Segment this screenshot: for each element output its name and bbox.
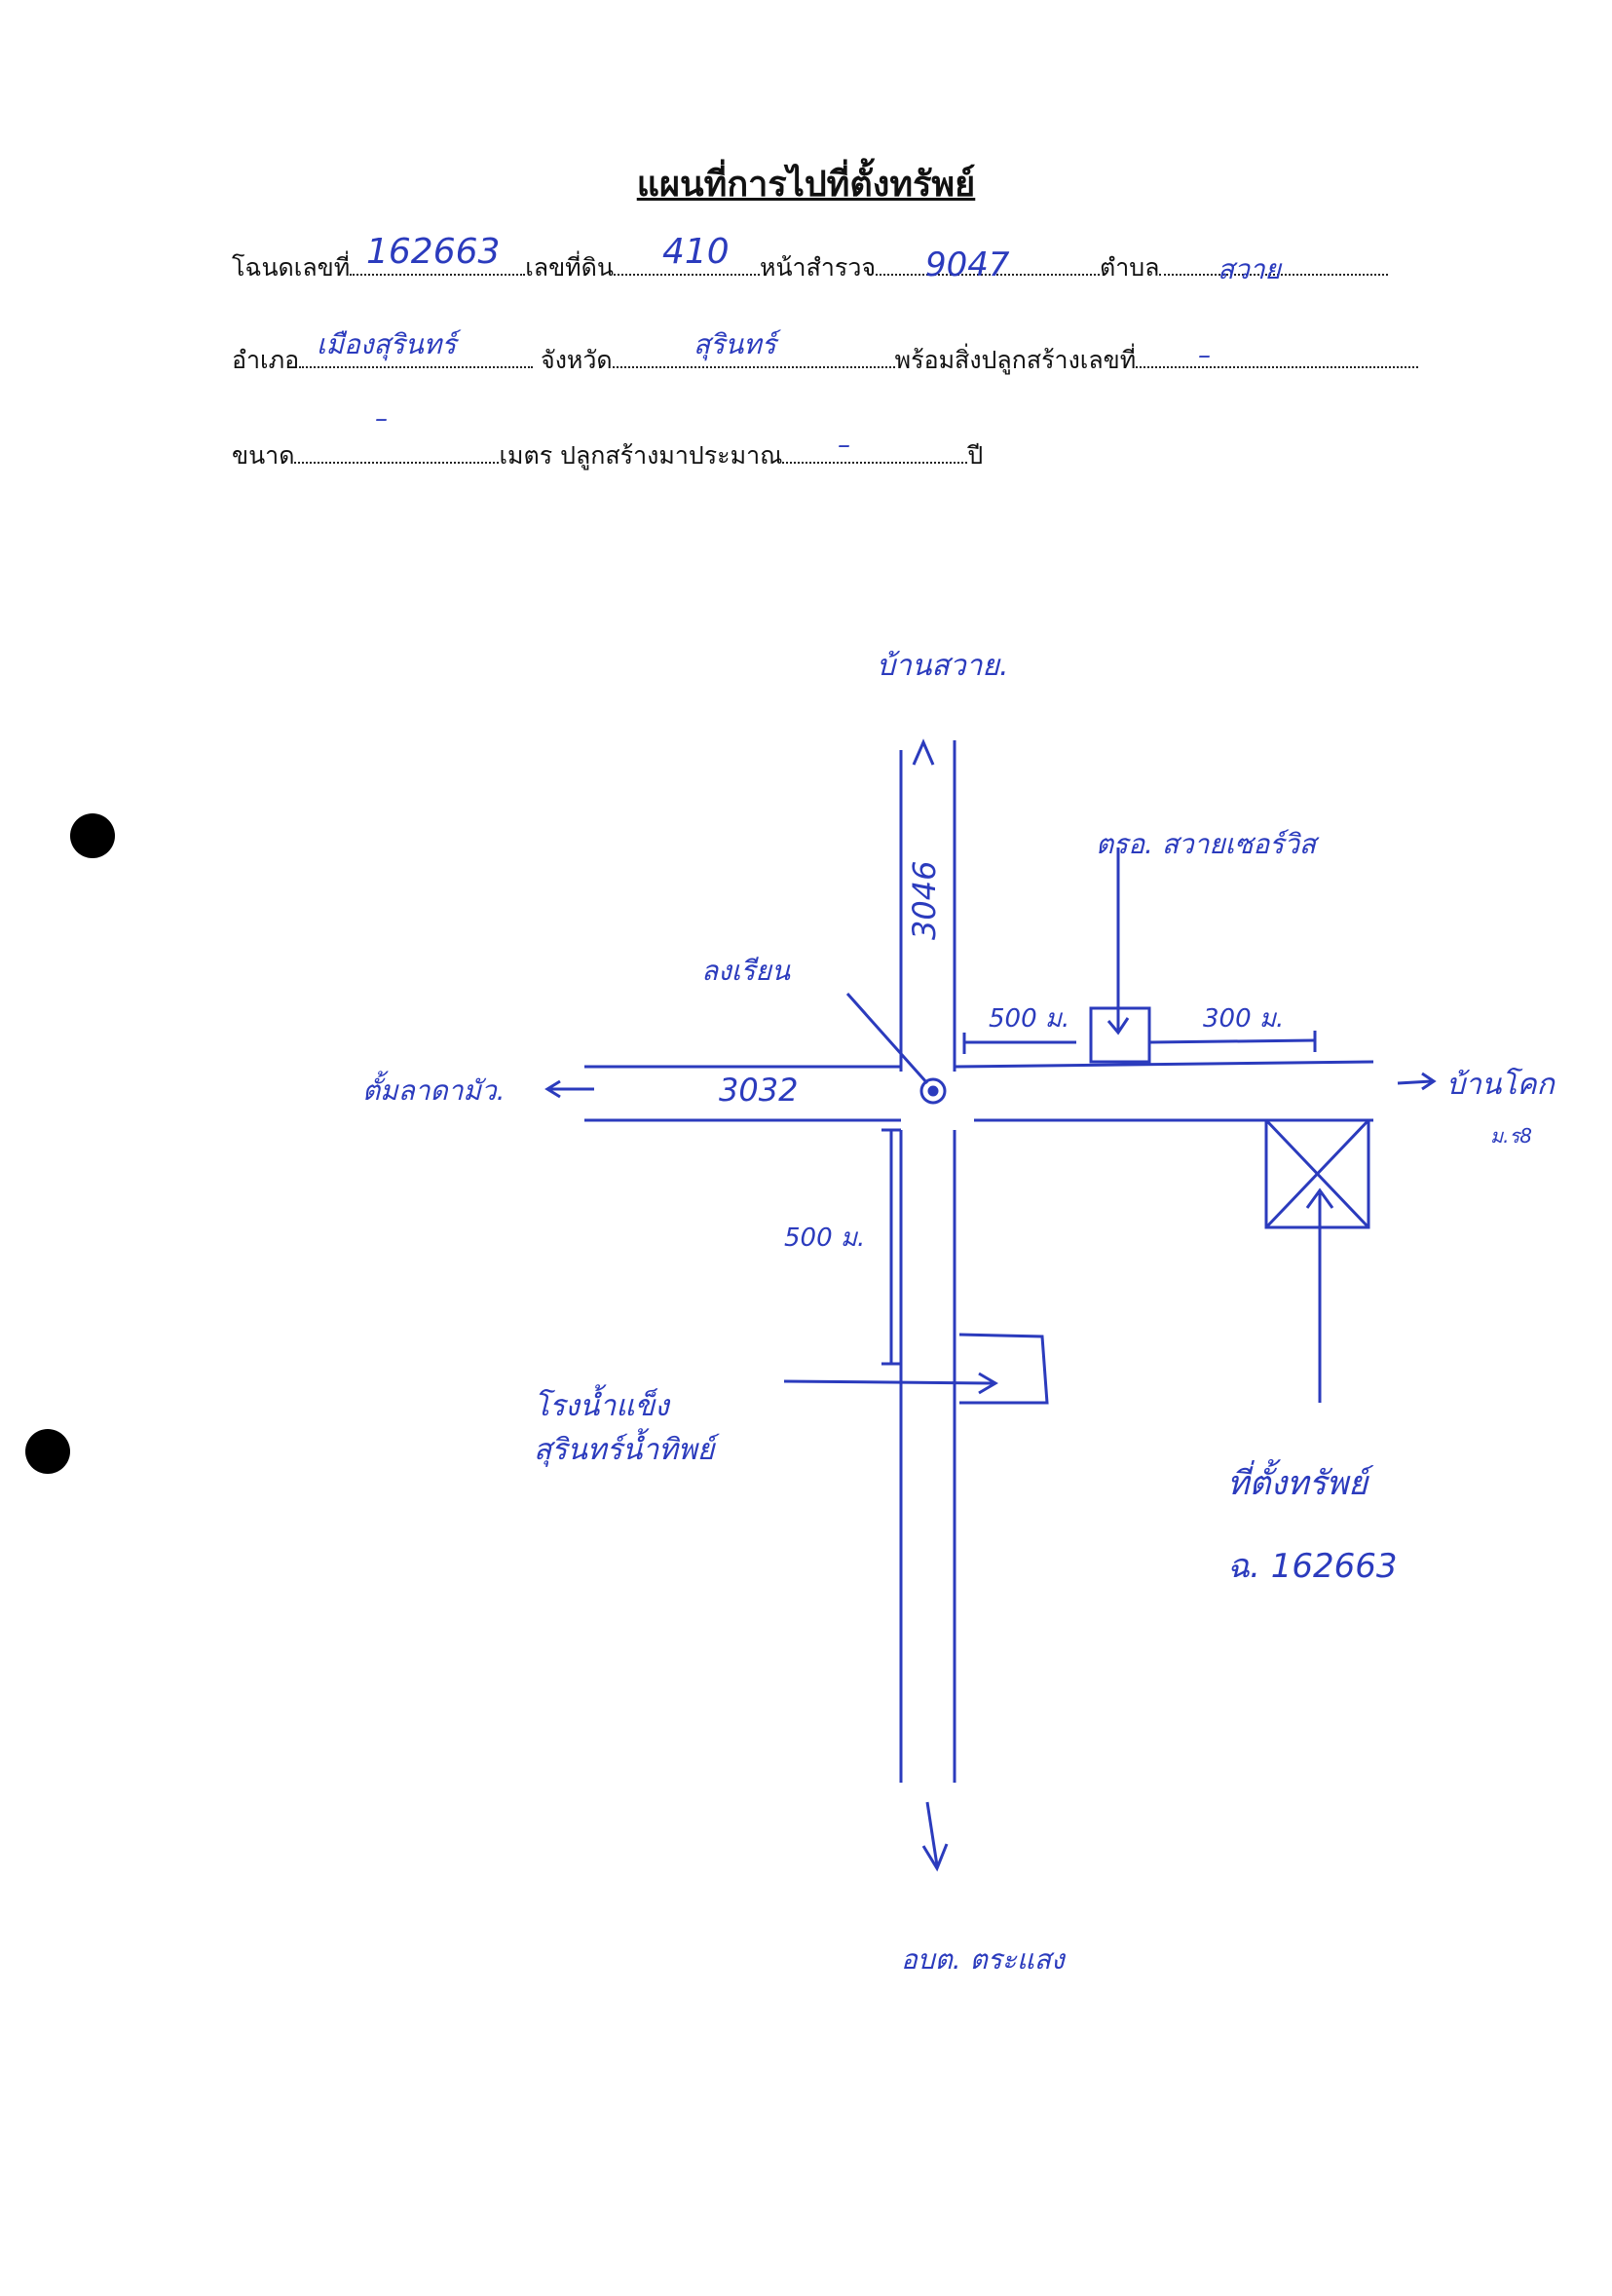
size-label: ขนาด — [232, 441, 295, 470]
deed-label: โฉนดเลขที่ — [232, 253, 351, 282]
built-value: – — [838, 431, 850, 460]
province-field — [612, 345, 895, 368]
east-destination-sub: ม.ร8 — [1490, 1124, 1533, 1148]
subdistrict-field — [1159, 252, 1389, 276]
survey-value: 9047 — [925, 245, 1010, 284]
land-no-field — [613, 252, 760, 276]
building-value: – — [1198, 341, 1211, 370]
south-arrow-shaft — [925, 1801, 939, 1866]
intersection-marker — [919, 1077, 947, 1105]
north-destination: บ้านสวาย. — [877, 649, 1009, 683]
built-field — [782, 440, 968, 464]
building-field — [1136, 345, 1419, 368]
punch-hole-top — [70, 813, 115, 858]
south-distance-500: 500 ม. — [784, 1223, 866, 1253]
land-no-label: เลขที่ดิน — [525, 253, 614, 282]
year-label: ปี — [967, 441, 984, 470]
west-arrow-icon — [544, 1079, 561, 1099]
form-row-2: อำเภอ จังหวัด พร้อมสิ่งปลูกสร้างเลขที่ — [232, 341, 1419, 380]
road-north-number: 3046 — [906, 860, 943, 940]
survey-field — [876, 252, 1101, 276]
land-no-value: 410 — [662, 232, 730, 272]
south-arrow-icon — [921, 1843, 949, 1872]
east-arrow-icon — [1421, 1072, 1437, 1091]
east-distance-500: 500 ม. — [989, 1004, 1070, 1034]
ice-factory-line2: สุรินทร์น้ำทิพย์ — [534, 1433, 715, 1467]
district-field — [299, 345, 534, 368]
west-destination: ตั้มลาดามัว. — [362, 1074, 506, 1107]
unit-label: เมตร — [499, 441, 553, 470]
east-distance-300: 300 ม. — [1203, 1004, 1285, 1034]
district-value: เมืองสุรินทร์ — [317, 328, 457, 360]
ice-factory-box-icon — [958, 1333, 1049, 1405]
deed-field — [350, 252, 526, 276]
district-label: อำเภอ — [232, 346, 300, 374]
east-destination: บ้านโคก — [1446, 1068, 1555, 1102]
south-destination: อบต. ตระแสง — [901, 1943, 1065, 1976]
ew-road-north-edge-east — [954, 1060, 1374, 1069]
shop-label: ตรอ. สวายเซอร์วิส — [1096, 828, 1317, 860]
building-label: พร้อมสิ่งปลูกสร้างเลขที่ — [894, 346, 1137, 374]
shop-box-icon — [1089, 1006, 1151, 1064]
subdistrict-value: สวาย — [1218, 253, 1281, 285]
punch-hole-bottom — [25, 1429, 70, 1474]
subdistrict-label: ตำบล — [1100, 253, 1160, 282]
north-arrow-icon — [912, 738, 935, 766]
form-row-1: โฉนดเลขที่ เลขที่ดิน หน้าสำรวจ ตำบล — [232, 248, 1389, 287]
built-label: ปลูกสร้างมาประมาณ — [560, 441, 783, 470]
property-label-line1: ที่ตั้งทรัพย์ — [1227, 1464, 1368, 1503]
page-title: แผนที่การไปที่ตั้งทรัพย์ — [636, 164, 976, 205]
deed-value: 162663 — [366, 232, 501, 272]
property-label-line2: ฉ. 162663 — [1227, 1547, 1398, 1586]
school-pointer — [845, 993, 929, 1084]
form-row-3: ขนาด เมตร ปลูกสร้างมาประมาณ ปี — [232, 436, 983, 475]
size-field — [294, 440, 500, 464]
school-label: ลงเรียน — [701, 955, 790, 987]
property-box-icon — [1264, 1118, 1370, 1229]
survey-label: หน้าสำรวจ — [759, 253, 877, 282]
road-west-number: 3032 — [719, 1072, 799, 1109]
province-value: สุรินทร์ — [694, 328, 776, 360]
ice-factory-line1: โรงน้ำแข็ง — [534, 1389, 669, 1423]
size-value: – — [375, 404, 388, 433]
province-label: จังหวัด — [541, 346, 613, 374]
